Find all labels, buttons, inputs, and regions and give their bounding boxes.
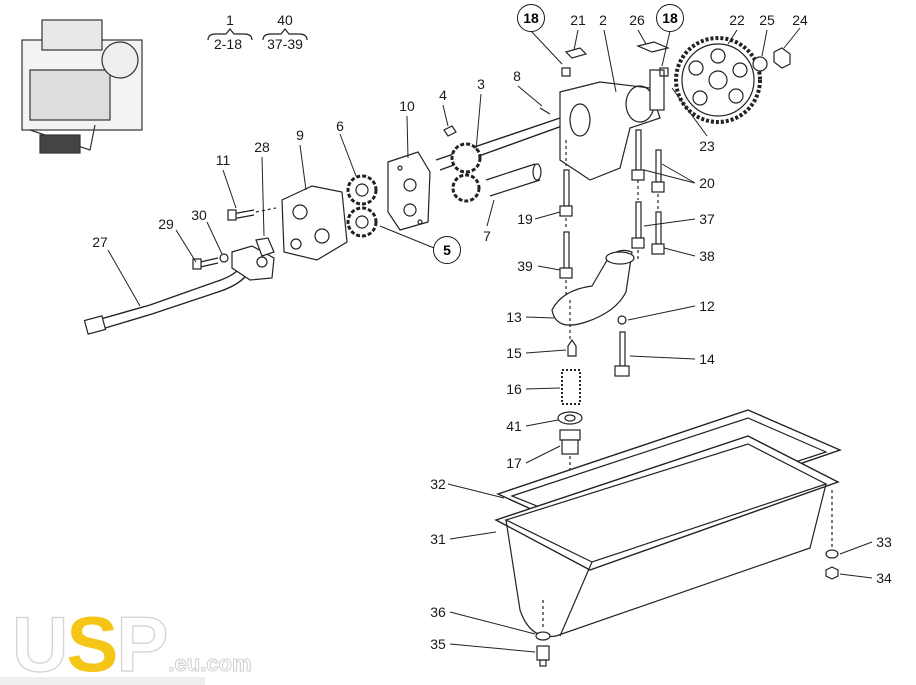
callout: 24	[792, 12, 808, 28]
gear-22	[674, 36, 762, 124]
group-range-label: 37-39	[267, 36, 303, 52]
callout: 9	[296, 127, 304, 143]
callout: 14	[699, 351, 715, 367]
callout: 29	[158, 216, 174, 232]
callout: 8	[513, 68, 521, 84]
callout: 30	[191, 207, 207, 223]
callout: 11	[215, 152, 231, 168]
callout: 7	[483, 228, 491, 244]
callout: 26	[629, 12, 645, 28]
usp-logo: USP.eu.com	[11, 604, 252, 683]
callout: 3	[477, 76, 485, 92]
callout: 6	[336, 118, 344, 134]
callout: 4	[439, 87, 447, 103]
callout: 32	[430, 476, 446, 492]
callout: 22	[729, 12, 745, 28]
callout: 37	[699, 211, 715, 227]
logo-letter-accent: S	[66, 600, 118, 685]
callout: 31	[430, 531, 446, 547]
callout: 17	[506, 455, 522, 471]
callout: 34	[876, 570, 892, 586]
group-parent-label: 1	[226, 12, 234, 28]
logo-domain: .eu.com	[168, 651, 252, 676]
callout: 13	[506, 309, 522, 325]
gear-6	[346, 174, 378, 238]
callout: 23	[699, 138, 715, 154]
callout: 12	[699, 298, 715, 314]
callout: 27	[92, 234, 108, 250]
callout: 41	[506, 418, 522, 434]
callout-circled: 18	[656, 4, 684, 32]
callout: 2	[599, 12, 607, 28]
callout: 10	[399, 98, 415, 114]
callout: 25	[759, 12, 775, 28]
callout: 36	[430, 604, 446, 620]
callout: 35	[430, 636, 446, 652]
group-range-label: 2-18	[213, 36, 243, 52]
engine-thumbnail	[21, 19, 143, 154]
callout: 38	[699, 248, 715, 264]
logo-letter: U	[11, 600, 69, 685]
callout: 33	[876, 534, 892, 550]
group-parent-label: 40	[277, 12, 293, 28]
callout: 15	[506, 345, 522, 361]
callout: 21	[570, 12, 586, 28]
callout-circled: 5	[433, 236, 461, 264]
callout: 19	[517, 211, 533, 227]
callout: 28	[254, 139, 270, 155]
logo-underline	[0, 677, 205, 685]
callout: 39	[517, 258, 533, 274]
logo-letter: P	[116, 600, 169, 685]
callout: 16	[506, 381, 522, 397]
callout-circled: 18	[517, 4, 545, 32]
callout: 20	[699, 175, 715, 191]
